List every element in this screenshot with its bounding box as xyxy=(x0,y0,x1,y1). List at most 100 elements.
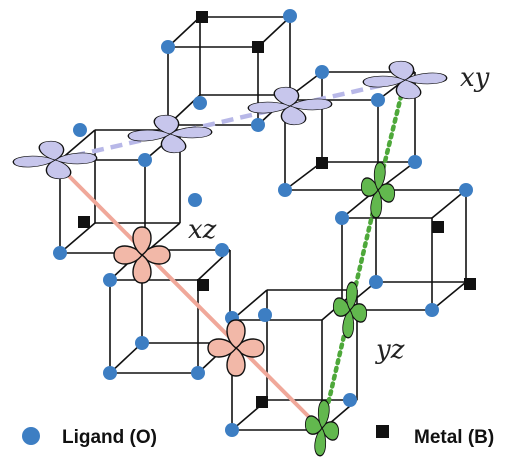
ligand-site-10 xyxy=(371,93,385,107)
yz-orbital-0-lobe-2-shape xyxy=(361,177,379,197)
xy-orbital-1-lobe-1-shape xyxy=(160,133,187,154)
xz-orbital-0-lobe-2-shape xyxy=(113,245,143,265)
ligand-site-9 xyxy=(315,65,329,79)
xz-overlap-line xyxy=(53,160,324,432)
xy-orbital-2-lobe-3 xyxy=(273,86,300,107)
yz-orbital-1-lobe-2 xyxy=(333,297,351,317)
xz-orbital-1-lobe-2 xyxy=(207,338,237,358)
xz-orbital-1-lobe-0-shape xyxy=(235,338,265,358)
ligand-site-20 xyxy=(459,183,473,197)
metal-site-2 xyxy=(78,216,90,228)
cube-4-edge-5 xyxy=(431,189,467,219)
ligand-sites xyxy=(53,9,473,437)
ligand-site-7 xyxy=(53,246,67,260)
xz-orbital-1-lobe-2-shape xyxy=(207,338,237,358)
yz-orbital-1 xyxy=(333,281,367,339)
xy-orbital-2-lobe-1 xyxy=(280,105,307,126)
ligand-site-0 xyxy=(161,40,175,54)
yz-orbital-2-lobe-3-shape xyxy=(317,399,330,429)
xy-orbital-2-lobe-2 xyxy=(247,101,291,114)
ligand-site-19 xyxy=(335,211,349,225)
xy-orbital-2-lobe-2-shape xyxy=(247,101,291,114)
ligand-site-18 xyxy=(103,366,117,380)
xz-orbital-1-lobe-1-shape xyxy=(226,347,246,377)
ligand-site-2 xyxy=(193,96,207,110)
yz-orbital-1-lobe-3 xyxy=(345,281,358,311)
ligand-site-21 xyxy=(425,303,439,317)
xy-orbital-1-lobe-0 xyxy=(169,126,213,139)
yz-overlap-line xyxy=(319,77,408,433)
xy-orbital-1-lobe-0-shape xyxy=(169,126,213,139)
xy-orbital-2-lobe-0 xyxy=(289,98,333,111)
yz-orbital-2-lobe-0 xyxy=(321,421,339,441)
ligand-site-14 xyxy=(215,243,229,257)
yz-orbital-2-lobe-2 xyxy=(305,415,323,435)
xy-orbital-3 xyxy=(362,60,448,100)
ligand-site-11 xyxy=(278,183,292,197)
ligand-site-12 xyxy=(408,155,422,169)
xz-orbital-0-lobe-0 xyxy=(141,245,171,265)
xy-orbital-0-lobe-1 xyxy=(45,159,72,180)
xy-orbital-1-lobe-3-shape xyxy=(153,114,180,135)
orbital-overlap-lines xyxy=(53,77,408,433)
xy-overlap-line xyxy=(54,77,406,163)
xy-orbital-3-lobe-3 xyxy=(388,60,415,81)
xy-orbital-1-lobe-2-shape xyxy=(127,129,171,142)
xz-orbital-0-lobe-2 xyxy=(113,245,143,265)
xy-orbital-2 xyxy=(247,86,333,126)
xy-orbital-2-lobe-1-shape xyxy=(280,105,307,126)
ligand-site-13 xyxy=(103,273,117,287)
xz-orbital-label: xz xyxy=(188,215,217,245)
yz-orbital-2-lobe-0-shape xyxy=(321,421,339,441)
yz-orbital-1-lobe-3-shape xyxy=(345,281,358,311)
yz-orbital-0-lobe-0-shape xyxy=(377,183,395,203)
xy-orbital-2-lobe-0-shape xyxy=(289,98,333,111)
metal-site-1 xyxy=(252,41,264,53)
xy-orbital-0-lobe-2 xyxy=(12,155,56,168)
yz-orbital-2-lobe-3 xyxy=(317,399,330,429)
xy-orbital-0-lobe-3-shape xyxy=(38,140,65,161)
yz-orbital-1-lobe-1 xyxy=(342,309,355,339)
cube-0-edge-2 xyxy=(167,16,201,48)
legend-ligand-label: Ligand (O) xyxy=(62,427,157,448)
ligand-site-23 xyxy=(258,308,272,322)
cube-4-edge-8 xyxy=(431,281,467,311)
metal-site-6 xyxy=(464,278,476,290)
yz-orbital-2-lobe-1-shape xyxy=(314,427,327,457)
yz-orbital-0-lobe-3-shape xyxy=(373,161,386,191)
yz-orbital-2-lobe-2-shape xyxy=(305,415,323,435)
xz-orbital-0-lobe-0-shape xyxy=(141,245,171,265)
xy-orbital-1-lobe-3 xyxy=(153,114,180,135)
xy-orbital-0-lobe-0 xyxy=(54,152,98,165)
yz-orbital-1-lobe-0 xyxy=(349,303,367,323)
xz-orbital-1 xyxy=(207,319,265,377)
ligand-site-17 xyxy=(191,366,205,380)
cube-3-edge-11 xyxy=(109,342,143,374)
xz-orbital-1-lobe-3 xyxy=(226,319,246,349)
ligand-site-5 xyxy=(138,153,152,167)
yz-orbital-0-lobe-2 xyxy=(361,177,379,197)
yz-orbital-1-lobe-1-shape xyxy=(342,309,355,339)
xy-orbital-3-lobe-0 xyxy=(404,72,448,85)
d-orbitals xyxy=(12,60,448,457)
xy-orbital-0-lobe-2-shape xyxy=(12,155,56,168)
xy-orbital-3-lobe-3-shape xyxy=(388,60,415,81)
metal-site-0 xyxy=(196,11,208,23)
legend-metal-marker xyxy=(376,425,389,438)
metal-site-3 xyxy=(316,157,328,169)
yz-orbital-1-lobe-2-shape xyxy=(333,297,351,317)
xy-orbital-1-lobe-1 xyxy=(160,133,187,154)
metal-site-4 xyxy=(197,279,209,291)
xy-orbital-0-lobe-0-shape xyxy=(54,152,98,165)
legend-ligand-marker xyxy=(22,427,40,445)
xy-orbital-0-lobe-3 xyxy=(38,140,65,161)
yz-orbital-0-lobe-0 xyxy=(377,183,395,203)
xz-orbital-0 xyxy=(113,226,171,284)
xy-orbital-3-lobe-1-shape xyxy=(395,79,422,100)
xy-orbital-0-lobe-1-shape xyxy=(45,159,72,180)
yz-orbital-0-lobe-3 xyxy=(373,161,386,191)
xz-orbital-1-lobe-0 xyxy=(235,338,265,358)
metal-site-5 xyxy=(432,221,444,233)
ligand-site-22 xyxy=(369,275,383,289)
